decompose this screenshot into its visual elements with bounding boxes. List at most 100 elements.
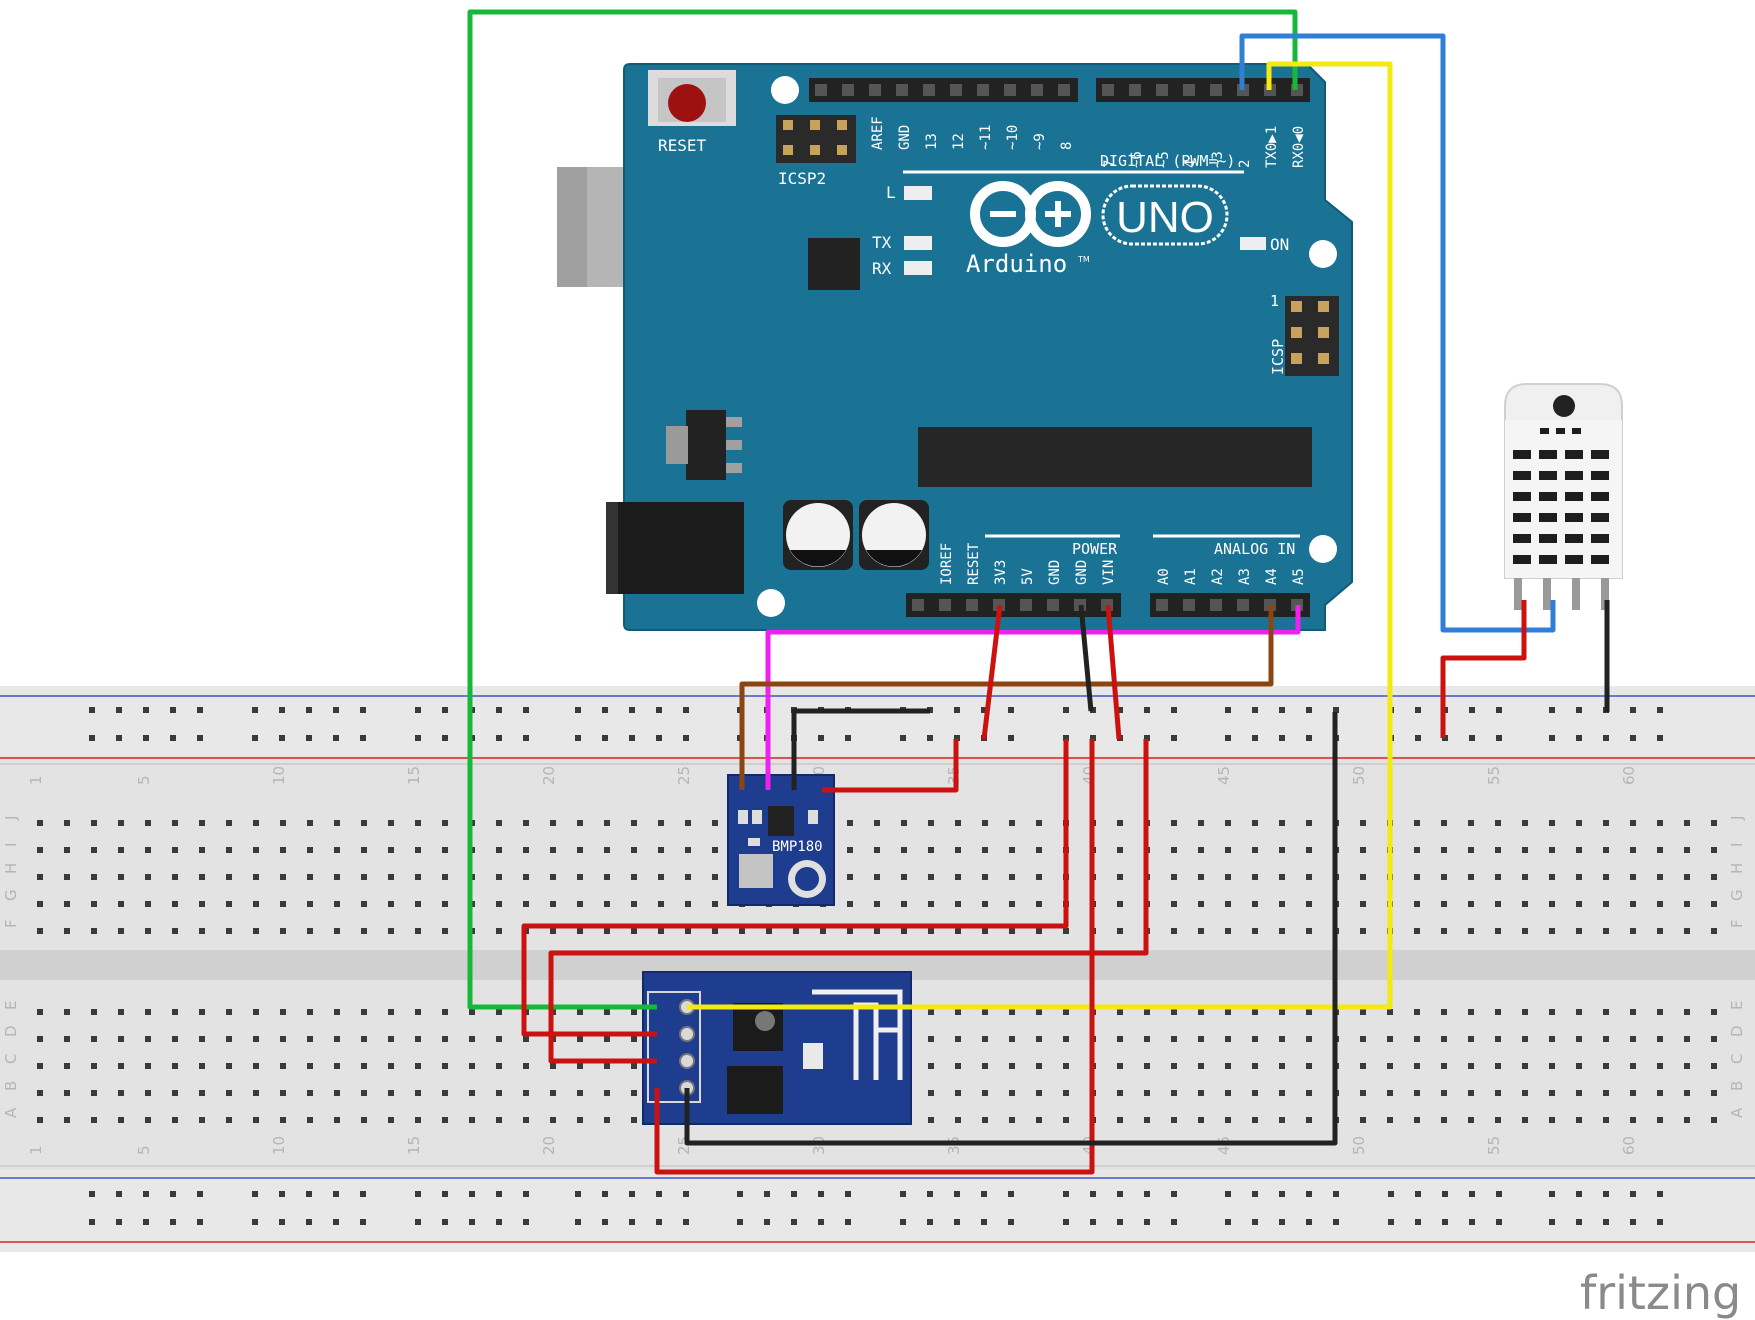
header-pin[interactable] xyxy=(896,84,908,96)
pin-label: ~6 xyxy=(1129,151,1145,168)
column-number: 15 xyxy=(405,766,423,785)
pin-label: TX0▶1 xyxy=(1264,126,1280,168)
row-letter: F xyxy=(1728,919,1746,928)
capacitor xyxy=(859,500,929,570)
bmp180-label: BMP180 xyxy=(772,839,823,855)
pin-label: ~11 xyxy=(978,125,994,150)
pin-label: RX0◀0 xyxy=(1291,126,1307,168)
pin-label: RESET xyxy=(966,542,982,585)
header-pin[interactable] xyxy=(939,599,951,611)
header-pin[interactable] xyxy=(1031,84,1043,96)
dc-power-jack xyxy=(606,502,744,594)
atmega-chip xyxy=(918,427,1312,487)
header-pin[interactable] xyxy=(1210,599,1222,611)
pin-label: 5V xyxy=(1020,568,1036,585)
header-pin[interactable] xyxy=(1129,84,1141,96)
column-number: 60 xyxy=(1620,766,1638,785)
header-pin[interactable] xyxy=(1210,84,1222,96)
column-number: 50 xyxy=(1350,766,1368,785)
wire-red xyxy=(1105,604,1122,740)
pin-label: 12 xyxy=(951,133,967,150)
pin-label: 13 xyxy=(924,133,940,150)
pin-label: GND xyxy=(897,125,913,150)
row-letter: J xyxy=(2,816,20,821)
pin-label: A0 xyxy=(1156,568,1172,585)
wire-red xyxy=(521,739,1069,1037)
analog-header xyxy=(1150,593,1310,617)
led-l-label: L xyxy=(886,183,896,202)
icsp-pin1-label: 1 xyxy=(1270,292,1279,310)
row-letter: H xyxy=(2,863,20,874)
pin-label: A2 xyxy=(1210,568,1226,585)
header-pin[interactable] xyxy=(923,84,935,96)
trademark-mark: TM xyxy=(1077,255,1090,264)
row-letter: G xyxy=(2,889,20,901)
breadboard: 1155101015152020252530303535404045455050… xyxy=(0,686,1755,1252)
column-number: 10 xyxy=(270,1136,288,1155)
pin-label: A5 xyxy=(1291,568,1307,585)
arduino-uno-board: RESET ICSP2 L TX RX ON xyxy=(557,63,1353,631)
dht22-sensor xyxy=(1504,383,1623,610)
header-pin[interactable] xyxy=(966,599,978,611)
row-letter: F xyxy=(2,919,20,928)
pin-label: A4 xyxy=(1264,568,1280,585)
analog-in-label: ANALOG IN xyxy=(1214,540,1295,558)
column-number: 40 xyxy=(1080,766,1098,785)
pin-label: ~10 xyxy=(1005,125,1021,150)
pin-label: AREF xyxy=(870,116,886,150)
header-pin[interactable] xyxy=(912,599,924,611)
column-number: 55 xyxy=(1485,1136,1503,1155)
wire-black xyxy=(791,708,930,790)
column-number: 15 xyxy=(405,1136,423,1155)
wire-red xyxy=(548,739,1149,1064)
column-number: 10 xyxy=(270,766,288,785)
row-letter: D xyxy=(2,1025,20,1037)
header-pin[interactable] xyxy=(1020,599,1032,611)
header-pin[interactable] xyxy=(950,84,962,96)
wires xyxy=(467,9,1610,1175)
column-number: 5 xyxy=(135,1145,153,1155)
row-letter: B xyxy=(2,1081,20,1091)
wire-red xyxy=(981,604,1003,740)
header-pin[interactable] xyxy=(842,84,854,96)
row-letter: I xyxy=(2,843,20,847)
power-label: POWER xyxy=(1072,540,1118,558)
column-number: 25 xyxy=(675,766,693,785)
breadboard-labels: 1155101015152020252530303535404045455050… xyxy=(2,766,1746,1155)
esp8266-module xyxy=(642,971,912,1125)
header-pin[interactable] xyxy=(1156,599,1168,611)
header-pin[interactable] xyxy=(1156,84,1168,96)
pin-label: GND xyxy=(1047,560,1063,585)
digital-label: DIGITAL (PWM=~) xyxy=(1100,152,1235,170)
row-letter: G xyxy=(1728,889,1746,901)
header-pin[interactable] xyxy=(1058,84,1070,96)
header-pin[interactable] xyxy=(1183,84,1195,96)
header-pin[interactable] xyxy=(977,84,989,96)
row-letter: B xyxy=(1728,1081,1746,1091)
header-pin[interactable] xyxy=(869,84,881,96)
header-pin[interactable] xyxy=(1102,84,1114,96)
pin-label: 8 xyxy=(1059,142,1075,150)
pin-label: 2 xyxy=(1237,160,1253,168)
row-letter: H xyxy=(1728,863,1746,874)
breadboard-holes-top xyxy=(28,806,1728,941)
pin-label: IOREF xyxy=(939,543,955,585)
header-pin[interactable] xyxy=(1047,599,1059,611)
pin-label: GND xyxy=(1074,560,1090,585)
wire-red xyxy=(654,739,1095,1175)
column-number: 45 xyxy=(1215,766,1233,785)
header-pin[interactable] xyxy=(1237,599,1249,611)
row-letter: D xyxy=(1728,1025,1746,1037)
row-letter: A xyxy=(1728,1107,1746,1118)
led-tx-label: TX xyxy=(872,233,892,252)
pin-label: ~9 xyxy=(1032,133,1048,150)
voltage-regulator xyxy=(686,410,726,480)
capacitor xyxy=(783,500,853,570)
power-header xyxy=(906,593,1121,617)
header-pin[interactable] xyxy=(815,84,827,96)
header-pin[interactable] xyxy=(1004,84,1016,96)
header-pin[interactable] xyxy=(1183,599,1195,611)
pin-label: ~3 xyxy=(1210,151,1226,168)
column-number: 20 xyxy=(540,766,558,785)
